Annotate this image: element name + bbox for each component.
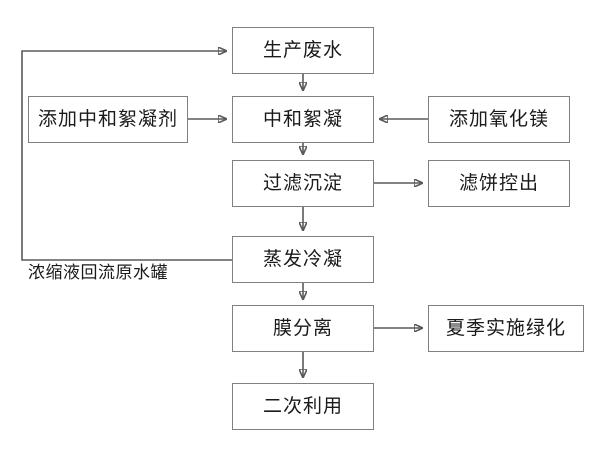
node-label: 添加中和絮凝剂 [37,109,178,130]
edge-feedback-loop [21,51,232,261]
node-secondary-reuse[interactable]: 二次利用 [232,383,374,430]
node-label: 蒸发冷凝 [262,249,343,270]
node-label: 二次利用 [262,396,343,417]
node-add-magnesium-oxide[interactable]: 添加氧化镁 [428,96,570,143]
label-concentrate-return-to-raw-water-tank: 浓缩液回流原水罐 [28,263,168,282]
node-filter-cake-discharge[interactable]: 滤饼控出 [428,160,570,207]
node-filtration-sedimentation[interactable]: 过滤沉淀 [232,160,374,207]
node-label: 中和絮凝 [262,109,343,130]
node-summer-greening[interactable]: 夏季实施绿化 [428,305,584,352]
node-membrane-separation[interactable]: 膜分离 [232,305,374,352]
node-evaporation-condensation[interactable]: 蒸发冷凝 [232,236,374,283]
node-label: 添加氧化镁 [448,109,549,130]
node-label: 夏季实施绿化 [445,318,566,339]
node-label: 过滤沉淀 [262,173,343,194]
node-label: 膜分离 [272,318,333,339]
node-label: 滤饼控出 [458,173,539,194]
node-add-neutralizing-flocculant[interactable]: 添加中和絮凝剂 [28,96,188,143]
node-production-wastewater[interactable]: 生产废水 [232,27,374,74]
node-neutralization-flocculation[interactable]: 中和絮凝 [232,96,374,143]
node-label: 生产废水 [262,40,343,61]
